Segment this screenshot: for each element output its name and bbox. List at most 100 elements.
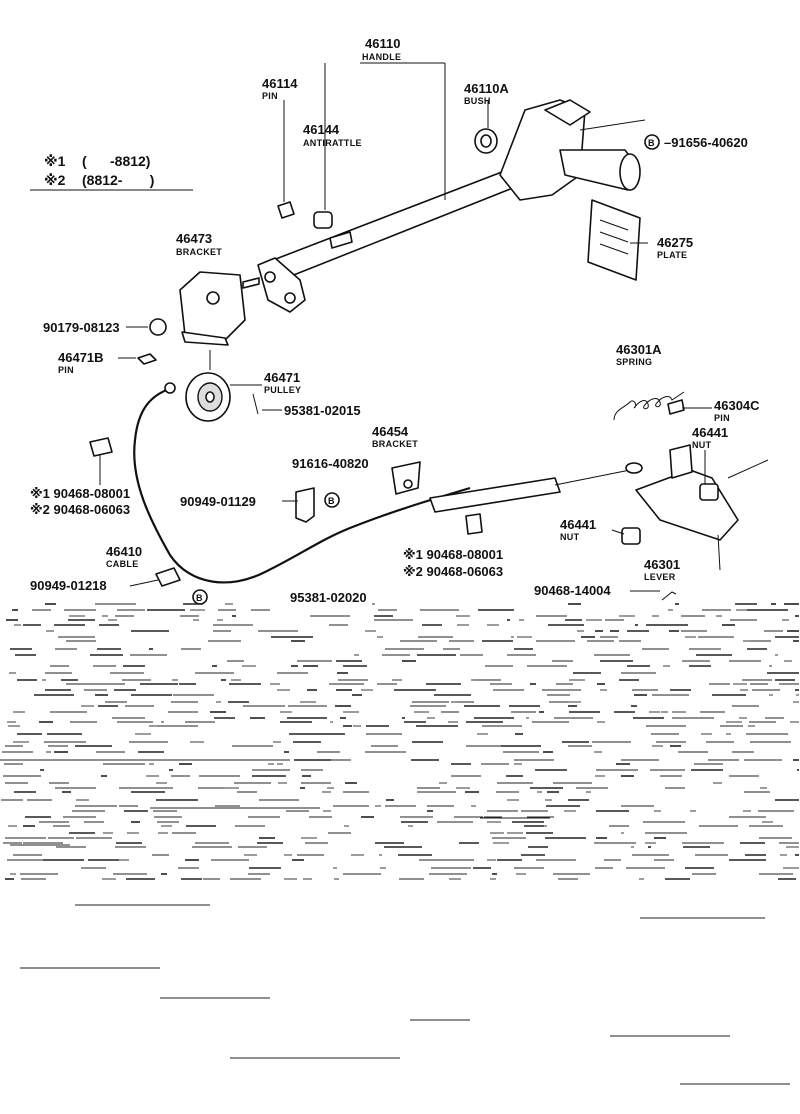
part-number-90949-01218: 90949-01218 (30, 578, 107, 593)
plate-text-line (599, 231, 629, 243)
part-number-left-clip-1: ※1 90468-08001 (30, 486, 130, 501)
part-number-mid-clip-2: ※2 90468-06063 (403, 564, 503, 579)
part-name-46473: BRACKET (176, 247, 222, 257)
part-name-46301A: SPRING (616, 357, 652, 367)
part-name-46441-upper: NUT (692, 440, 712, 450)
part-name-46110: HANDLE (362, 52, 401, 62)
part-name-46114: PIN (262, 91, 278, 101)
part-number-46471: 46471 (264, 370, 300, 385)
cable-boot (429, 477, 561, 513)
part-number-left-clip-2: ※2 90468-06063 (30, 502, 130, 517)
grip-top (544, 99, 591, 126)
part-name-46410: CABLE (106, 559, 139, 569)
mark-b-91616-label: B (328, 496, 335, 506)
legend-range-2: (8812- ) (82, 172, 154, 188)
part-number-46304C: 46304C (714, 398, 760, 413)
mark-b-91616 (324, 492, 340, 508)
part-number-46471B: 46471B (58, 350, 104, 365)
nut-46441-upper-drawing (699, 483, 719, 501)
mark-b-91656-label: B (648, 138, 655, 148)
cable-46410-drawing (133, 386, 471, 584)
leader-lines (99, 62, 712, 592)
bracket-base (181, 331, 229, 346)
part-number-46410: 46410 (106, 544, 142, 559)
part-name-46471: PULLEY (264, 385, 301, 395)
bracket-hole (206, 291, 220, 305)
cable-end-eye (625, 462, 643, 474)
legend-mark-1: ※1 (44, 153, 66, 169)
antirattle-46144-drawing (313, 211, 333, 229)
handle-assembly-drawing (242, 99, 641, 313)
part-number-95381-02015: 95381-02015 (284, 403, 361, 418)
leader-46441-lower (611, 529, 625, 535)
plate-text-line (599, 243, 629, 255)
plate-46275-drawing (587, 199, 641, 281)
part-name-46110A: BUSH (464, 96, 491, 106)
lever-46301-drawing (635, 469, 739, 541)
handle-grip-bracket (499, 99, 586, 201)
leader-90949-01218 (129, 579, 159, 587)
scan-noise (0, 603, 799, 1085)
part-number-90949-01129: 90949-01129 (180, 494, 256, 509)
part-name-46454: BRACKET (372, 439, 418, 449)
flange-stud (242, 277, 260, 289)
part-labels: 46110 HANDLE 46114 PIN 46110A BUSH 46144… (30, 36, 760, 605)
flange-bolt-hole (264, 271, 276, 283)
part-number-90468-14004: 90468-14004 (534, 583, 611, 598)
part-number-46441-upper: 46441 (692, 425, 728, 440)
lever-arm (669, 444, 693, 479)
nut-90179-drawing (149, 318, 167, 336)
part-number-46144: 46144 (303, 122, 340, 137)
bush-hole (480, 134, 492, 148)
part-number-95381-02020: 95381-02020 (290, 590, 367, 605)
part-number-46275: 46275 (657, 235, 693, 250)
mark-b-90949-label: B (196, 593, 203, 603)
part-name-46144: ANTIRATTLE (303, 138, 362, 148)
clip-90468-left-drawing (89, 437, 113, 457)
part-name-46441-lower: NUT (560, 532, 580, 542)
pulley-axle (205, 391, 215, 403)
cable-end-ball (164, 382, 176, 394)
legend-mark-2: ※2 (44, 172, 66, 188)
mark-b-91656 (644, 134, 660, 150)
threaded-rod (727, 459, 769, 479)
pin-46471B-drawing (137, 353, 157, 365)
part-number-46110A: 46110A (464, 81, 509, 96)
legend-range-1: ( -8812) (82, 153, 150, 169)
pin-46114-drawing (277, 201, 295, 219)
part-number-46301A: 46301A (616, 342, 662, 357)
part-number-91656-40620: –91656-40620 (664, 135, 748, 150)
bracket-46473-drawing (179, 271, 246, 341)
part-number-46114: 46114 (262, 76, 298, 91)
part-number-46110: 46110 (365, 36, 400, 51)
nut-46441-lower-drawing (621, 527, 641, 545)
part-name-46471B: PIN (58, 365, 74, 375)
plate-text-line (599, 219, 629, 231)
cable-inner-wire (554, 469, 631, 486)
part-number-46473: 46473 (176, 231, 212, 246)
part-name-46304C: PIN (714, 413, 730, 423)
clip-90949-01218-drawing (155, 567, 181, 587)
part-name-46275: PLATE (657, 250, 687, 260)
lever-shaft (717, 534, 721, 571)
part-number-91616-40820: 91616-40820 (292, 456, 369, 471)
leader-91656 (579, 119, 646, 131)
part-name-46301: LEVER (644, 572, 676, 582)
handle-shaft (267, 164, 529, 283)
part-number-90179-08123: 90179-08123 (43, 320, 120, 335)
pin-90468-14004-drawing (661, 591, 677, 601)
legend: ※1 ( -8812) ※2 (8812- ) (30, 153, 193, 191)
pin-46304C-drawing (667, 399, 685, 415)
spring-46301A-drawing (613, 391, 685, 421)
part-number-46454: 46454 (372, 424, 409, 439)
part-number-46301: 46301 (644, 557, 680, 572)
part-number-mid-clip-1: ※1 90468-08001 (403, 547, 503, 562)
flange-bolt-hole-2 (284, 292, 296, 304)
shaft-tab (329, 231, 353, 249)
cotter-pin-95381-02015-drawing (252, 393, 259, 415)
bracket-46454-drawing (391, 461, 421, 495)
part-number-46441-lower: 46441 (560, 517, 596, 532)
grip-end (619, 153, 641, 191)
clip-90949-01129-drawing (295, 487, 315, 523)
